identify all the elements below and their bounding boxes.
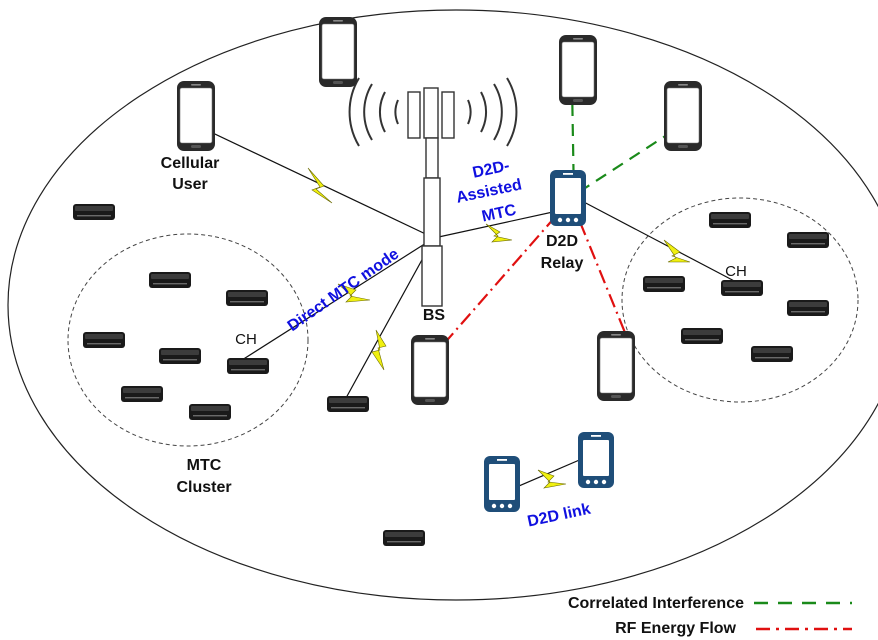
mtc-device-icon xyxy=(383,530,425,546)
mtc-device-icon xyxy=(226,290,268,306)
mtc-device-icon xyxy=(73,204,115,220)
phone-icon xyxy=(663,80,703,152)
mtc-cluster-right-circle xyxy=(621,197,859,403)
mtc-device-icon xyxy=(83,332,125,348)
mtc-device-icon xyxy=(189,404,231,420)
d2d-phone-icon xyxy=(578,432,614,488)
link-lines xyxy=(197,125,741,493)
ch-left-label: CH xyxy=(235,331,257,348)
d2d-phone-icon xyxy=(484,456,520,512)
mtc-device-icon xyxy=(751,346,793,362)
d2d-assisted-mtc-label: MTC xyxy=(480,202,518,226)
cellular-user-label: Cellular xyxy=(161,155,220,172)
mtc-cluster-label: Cluster xyxy=(176,479,231,496)
mtc-device-icon xyxy=(159,348,201,364)
phone-icon xyxy=(410,334,450,406)
legend: Correlated Interference RF Energy Flow xyxy=(568,595,852,637)
lightning-markers xyxy=(307,167,691,489)
cell-coverage-ellipse xyxy=(7,9,878,601)
phone-icon xyxy=(558,34,598,106)
d2d-relay-phone-icon xyxy=(550,170,586,226)
direct-mtc-mode-label: Direct MTC mode xyxy=(285,246,403,335)
d2d-assisted-mtc-label: D2D- xyxy=(471,157,511,181)
base-station-tower-icon xyxy=(348,77,518,307)
d2d-relay-label: Relay xyxy=(541,255,584,272)
legend-energy-label: RF Energy Flow xyxy=(615,620,736,637)
mtc-device-icon xyxy=(643,276,685,292)
legend-interference-label: Correlated Interference xyxy=(568,595,744,612)
mtc-cluster-label: MTC xyxy=(187,457,222,474)
energy-lines xyxy=(441,215,630,347)
mtc-device-icon xyxy=(227,358,269,374)
ch-right-label: CH xyxy=(725,263,747,280)
d2d-relay-label: D2D xyxy=(546,233,578,250)
d2d-link-label: D2D link xyxy=(526,501,592,531)
mtc-device-icon xyxy=(787,300,829,316)
phone-icon xyxy=(318,16,358,88)
mtc-device-icon xyxy=(681,328,723,344)
cellular-user-label: User xyxy=(172,176,208,193)
mtc-cluster-left-circle xyxy=(67,233,309,447)
bs-label: BS xyxy=(423,307,446,324)
mtc-device-icon xyxy=(327,396,369,412)
mtc-device-icon xyxy=(149,272,191,288)
mtc-device-icon xyxy=(787,232,829,248)
mtc-device-icon xyxy=(121,386,163,402)
phone-icon xyxy=(176,80,216,152)
phone-icon xyxy=(596,330,636,402)
mtc-device-icon xyxy=(709,212,751,228)
mtc-device-icon xyxy=(721,280,763,296)
